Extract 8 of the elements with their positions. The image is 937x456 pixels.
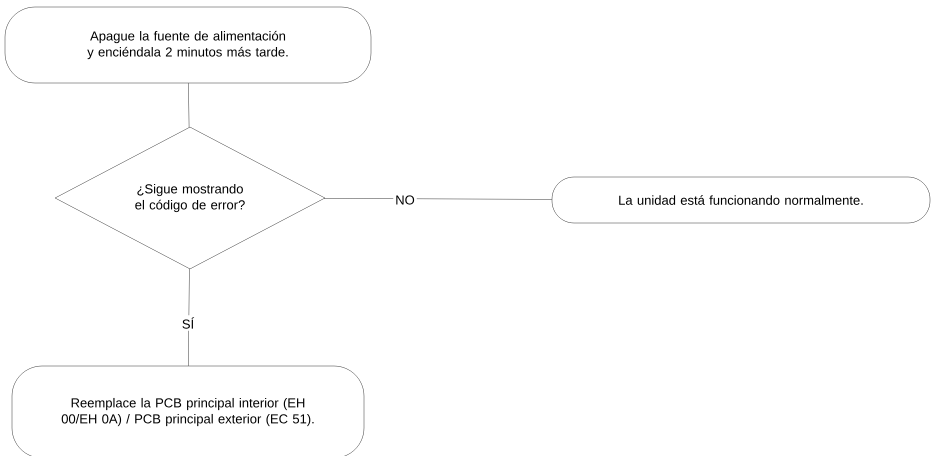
terminal-box: Reemplace la PCB principal interior (EH 00/EH 0A) / PCB principal exterior (EC 51). [12, 366, 364, 456]
connector-line [324, 198, 552, 200]
connector-line [188, 83, 190, 128]
edge-label: NO [393, 193, 417, 207]
edge-label: SÍ [180, 315, 196, 331]
terminal-box: Apague la fuente de alimentación y enciéndala 2 minutos más tarde. [4, 6, 372, 84]
connector-line [188, 268, 190, 366]
terminal-box: La unidad está funcionando normalmente. [552, 176, 930, 224]
